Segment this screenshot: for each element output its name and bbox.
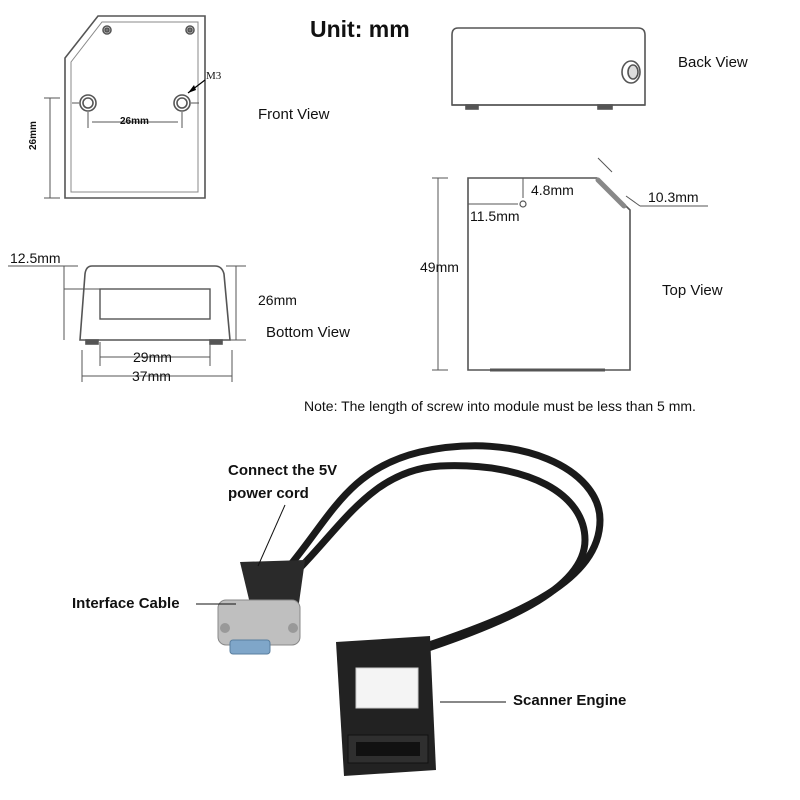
bottom-height: 26mm bbox=[258, 292, 297, 308]
top-hole-y: 4.8mm bbox=[531, 182, 574, 198]
power-callout-line1: Connect the 5V bbox=[228, 462, 338, 479]
scanner-engine-photo bbox=[336, 636, 436, 776]
back-view-label: Back View bbox=[678, 54, 748, 71]
top-view-label: Top View bbox=[662, 282, 723, 299]
interface-callout: Interface Cable bbox=[72, 595, 180, 612]
callout-lines bbox=[196, 504, 506, 703]
cable-drawing bbox=[278, 442, 604, 658]
top-chamfer: 10.3mm bbox=[648, 189, 699, 205]
front-view-label: Front View bbox=[258, 106, 330, 123]
engine-callout: Scanner Engine bbox=[513, 692, 627, 709]
bottom-view-drawing bbox=[8, 265, 246, 382]
power-callout-line2: power cord bbox=[228, 485, 309, 502]
back-view-drawing bbox=[451, 27, 646, 110]
bottom-inner-width: 29mm bbox=[133, 349, 172, 365]
page-title: Unit: mm bbox=[310, 16, 410, 42]
screw-note: Note: The length of screw into module mu… bbox=[304, 398, 696, 414]
front-view-drawing bbox=[44, 15, 206, 199]
top-hole-x: 11.5mm bbox=[470, 208, 520, 224]
front-hole-spacing: 26mm bbox=[120, 116, 149, 127]
db9-connector bbox=[217, 560, 305, 655]
top-view-drawing bbox=[432, 157, 708, 372]
screw-label: M3 bbox=[206, 70, 222, 82]
bottom-view-label: Bottom View bbox=[266, 324, 350, 341]
bottom-offset: 12.5mm bbox=[10, 250, 61, 266]
front-height: 26mm bbox=[28, 121, 39, 150]
bottom-outer-width: 37mm bbox=[132, 368, 171, 384]
top-height: 49mm bbox=[420, 259, 459, 275]
